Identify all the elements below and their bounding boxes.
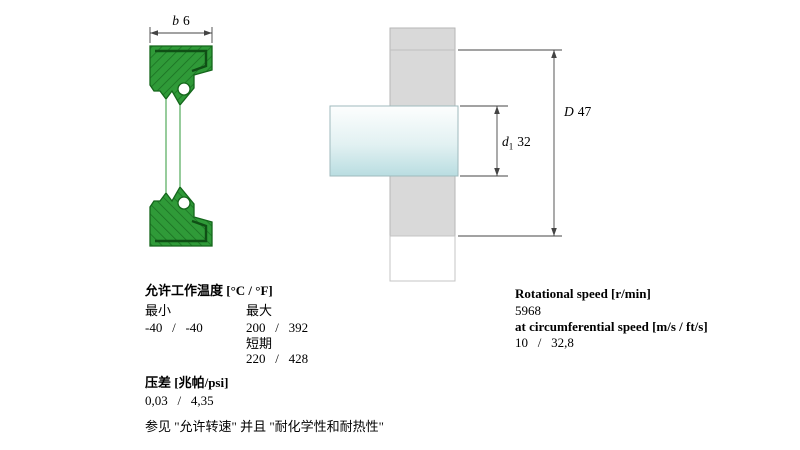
- temperature-short-term-label: 短期: [246, 336, 273, 351]
- mounting-schematic: [329, 27, 459, 282]
- housing-section-upper: [389, 27, 456, 107]
- circumferential-speed-value: 10 / 32,8: [515, 335, 574, 350]
- temperature-header: 允许工作温度 [°C / °F]: [145, 283, 273, 298]
- temperature-min-label: 最小: [145, 303, 172, 318]
- reference-note: 参见 "允许转速" 并且 "耐化学性和耐热性": [145, 419, 384, 434]
- pressure-value: 0,03 / 4,35: [145, 393, 214, 408]
- temperature-max-value: 200 / 392: [246, 320, 309, 335]
- rotational-speed-value: 5968: [515, 303, 541, 318]
- temperature-short-term-value: 220 / 428: [246, 351, 309, 366]
- pressure-header: 压差 [兆帕/psi]: [145, 375, 229, 390]
- seal-cross-section: [148, 44, 214, 248]
- circumferential-speed-header: at circumferential speed [m/s / ft/s]: [515, 319, 708, 334]
- shaft: [329, 105, 459, 177]
- temperature-min-value: -40 / -40: [145, 320, 203, 335]
- rotational-speed-header: Rotational speed [r/min]: [515, 286, 651, 301]
- temperature-max-label: 最大: [246, 303, 273, 318]
- housing-wall-below-bore: [389, 235, 456, 282]
- dimension-lines: [149, 27, 562, 237]
- housing-section-lower: [389, 175, 456, 237]
